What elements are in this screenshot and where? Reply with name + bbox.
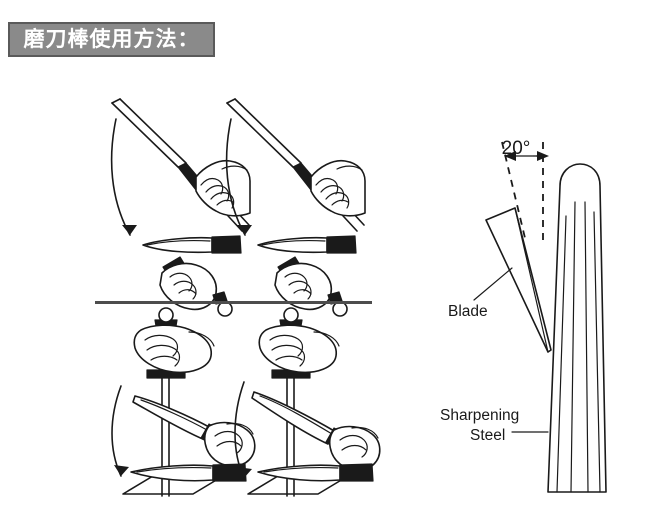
sharpening-steel [547,163,607,493]
knife-blade [485,207,552,353]
angle-label: 20° [502,138,531,159]
blade-label: Blade [448,303,488,320]
page-title: 磨刀棒使用方法： [23,27,200,51]
angle-dimension [504,151,549,161]
steel-label-line1: Sharpening [440,407,519,424]
section-divider [95,301,372,304]
figure-handheld-left [100,95,251,317]
figure-vertical-right [230,307,381,515]
blade-axis-dashed-line [501,141,526,239]
figure-handheld-right [225,95,375,317]
angle-diagram: 20° Blade Sharpening Steel [430,120,656,520]
figure-vertical-left [105,307,256,515]
steel-label-line2: Steel [470,427,505,444]
blade-leader-line [473,267,513,301]
page-title-banner: 磨刀棒使用方法： [8,22,215,57]
honing-technique-illustrations [60,80,420,520]
